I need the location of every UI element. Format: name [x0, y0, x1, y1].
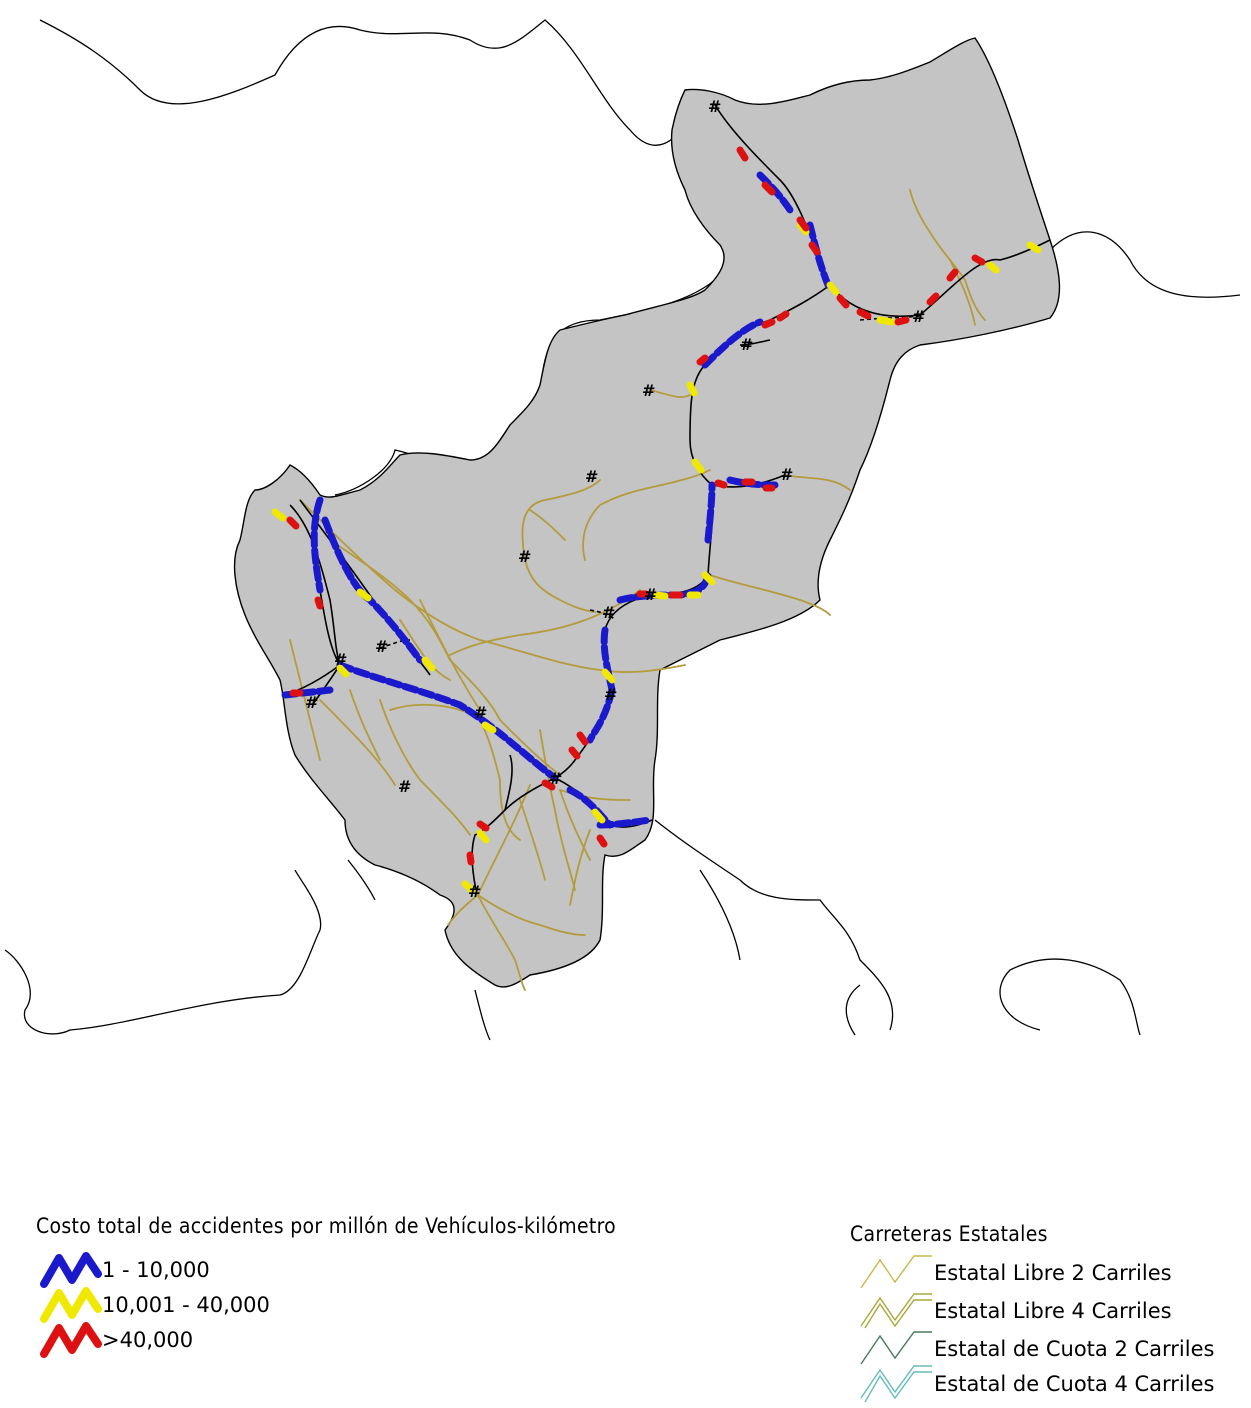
cost-legend-item-high: >40,000	[40, 1320, 193, 1360]
cost-legend-label-mid: 10,001 - 40,000	[102, 1293, 270, 1317]
svg-text:#: #	[468, 882, 481, 901]
cost-segments-mid	[271, 221, 1042, 894]
svg-text:#: #	[398, 777, 411, 796]
roads-legend-item-libre-4: Estatal Libre 4 Carriles	[858, 1292, 1172, 1330]
svg-text:#: #	[644, 585, 657, 604]
state-map: # # # # # # # # # # # # # # # # #	[4, 19, 1241, 1041]
cost-legend-label-low: 1 - 10,000	[102, 1258, 210, 1282]
svg-text:#: #	[474, 703, 487, 722]
svg-text:#: #	[518, 547, 531, 566]
svg-text:#: #	[305, 693, 318, 712]
svg-text:#: #	[585, 467, 598, 486]
svg-text:#: #	[642, 381, 655, 400]
zigzag-red-icon	[40, 1322, 102, 1358]
roads-legend-title: Carreteras Estatales	[850, 1222, 1048, 1246]
svg-text:#: #	[912, 307, 925, 326]
svg-text:#: #	[549, 769, 562, 788]
zigzag-olive-double-icon	[860, 1293, 932, 1329]
roads-legend-label-libre-4: Estatal Libre 4 Carriles	[934, 1299, 1172, 1323]
cost-segments-high	[286, 146, 986, 866]
svg-text:#: #	[780, 465, 793, 484]
cost-legend-label-high: >40,000	[102, 1328, 194, 1352]
zigzag-blue-icon	[40, 1252, 102, 1288]
zigzag-olive-light-icon	[860, 1255, 932, 1289]
svg-text:#: #	[375, 637, 388, 656]
roads-legend-label-libre-2: Estatal Libre 2 Carriles	[934, 1261, 1172, 1285]
zigzag-teal-double-icon	[860, 1365, 932, 1403]
zigzag-green-icon	[860, 1331, 932, 1365]
state-roads	[289, 189, 986, 991]
cost-legend-item-low: 1 - 10,000	[40, 1250, 210, 1290]
svg-text:#: #	[334, 650, 347, 669]
roads-legend-label-cuota-4: Estatal de Cuota 4 Carriles	[934, 1372, 1215, 1396]
state-region	[233, 37, 1061, 988]
cost-legend-item-mid: 10,001 - 40,000	[40, 1285, 270, 1325]
roads-legend-item-libre-2: Estatal Libre 2 Carriles	[858, 1254, 1172, 1292]
svg-text:#: #	[740, 335, 753, 354]
roads-legend-label-cuota-2: Estatal de Cuota 2 Carriles	[934, 1337, 1215, 1361]
zigzag-yellow-icon	[40, 1287, 102, 1323]
roads-legend-item-cuota-4: Estatal de Cuota 4 Carriles	[858, 1364, 1214, 1404]
svg-text:#: #	[604, 685, 617, 704]
svg-text:#: #	[602, 603, 615, 622]
svg-text:#: #	[708, 97, 721, 116]
city-markers: # # # # # # # # # # # # # # # # #	[305, 97, 925, 901]
cost-legend-title: Costo total de accidentes por millón de …	[36, 1214, 617, 1238]
roads-legend-item-cuota-2: Estatal de Cuota 2 Carriles	[858, 1330, 1214, 1368]
